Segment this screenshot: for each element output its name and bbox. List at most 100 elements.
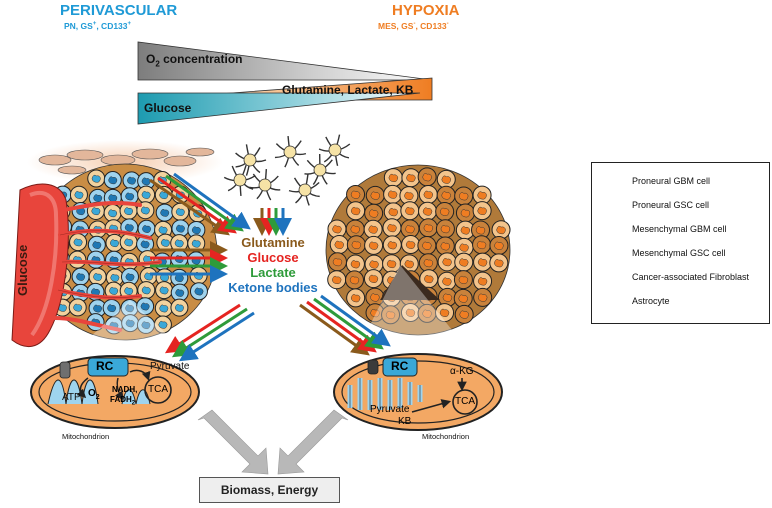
proneural-gbm-cell xyxy=(69,185,88,204)
glutamine-gradient-label: Glutamine, Lactate, KB xyxy=(282,83,414,97)
proneural-gsc-cell xyxy=(103,171,122,190)
mesenchymal-gbm-cell xyxy=(329,235,349,255)
proneural-gsc-cell xyxy=(88,299,107,318)
mesenchymal-gbm-cell xyxy=(437,271,457,291)
mesenchymal-gsc-cell xyxy=(455,203,475,223)
mesenchymal-gbm-cell xyxy=(400,201,420,221)
right-mito-pyruvate: Pyruvate xyxy=(370,404,410,415)
astrocyte xyxy=(235,144,267,176)
o2-gradient-label: O2 concentration xyxy=(146,52,243,69)
metabolite-list: Glutamine Glucose Lactate Ketone bodies xyxy=(225,235,321,295)
mesenchymal-gbm-cell xyxy=(327,219,347,239)
blood-vessel xyxy=(11,183,69,348)
proneural-gsc-cell xyxy=(71,267,90,286)
gray-arrow-left xyxy=(197,409,269,475)
mesenchymal-gbm-cell xyxy=(382,218,402,238)
mesenchymal-gsc-cell xyxy=(418,253,438,273)
mesenchymal-gbm-cell xyxy=(472,201,492,221)
proneural-gbm-cell xyxy=(153,315,172,334)
right-mito-akg: α-KG xyxy=(450,366,474,377)
proneural-gbm-cell xyxy=(88,267,107,286)
proneural-gsc-cell xyxy=(187,220,206,239)
mesenchymal-gsc-cell xyxy=(365,303,385,323)
mesenchymal-gbm-cell xyxy=(399,186,419,206)
mesenchymal-gbm-cell xyxy=(346,288,366,308)
mesenchymal-gbm-cell xyxy=(383,202,403,222)
legend-item-mesenchymal-gsc: Mesenchymal GSC cell xyxy=(632,248,726,258)
proneural-gbm-cell xyxy=(68,250,87,269)
astrocyte xyxy=(223,165,256,197)
left-mito-rc: RC xyxy=(96,359,114,373)
proneural-gsc-cell xyxy=(120,267,139,286)
proneural-gbm-cell xyxy=(156,233,175,252)
vessel-label: Glucose xyxy=(15,245,30,296)
proneural-gsc-cell xyxy=(170,283,189,302)
biomass-energy-box: Biomass, Energy xyxy=(199,477,340,503)
left-mito-nadh: NADH, xyxy=(112,385,138,394)
mesenchymal-gbm-cell xyxy=(419,269,439,289)
mesenchymal-gsc-cell xyxy=(454,186,474,206)
astrocyte xyxy=(304,153,336,185)
mesenchymal-gsc-cell xyxy=(345,270,365,290)
arrows-from-vessel xyxy=(150,241,228,283)
hypoxia-subtitle: MES, GS-, CD133- xyxy=(378,21,449,31)
mesenchymal-gbm-cell xyxy=(473,271,493,291)
arrows-to-left-mito xyxy=(164,303,255,362)
proneural-gsc-cell xyxy=(136,297,155,316)
legend-item-proneural-gbm: Proneural GBM cell xyxy=(632,176,711,186)
mesenchymal-gsc-cell xyxy=(417,167,437,187)
perivascular-title: PERIVASCULAR xyxy=(60,2,178,19)
metabolite-glucose: Glucose xyxy=(247,250,299,265)
mesenchymal-gsc-cell xyxy=(418,218,438,238)
gray-arrow-right xyxy=(277,409,349,475)
mesenchymal-gbm-cell xyxy=(418,201,438,221)
left-mito-fadh: FADH2 xyxy=(110,395,136,407)
proneural-gbm-cell xyxy=(170,234,189,253)
mesenchymal-gsc-cell xyxy=(435,219,455,239)
legend-item-proneural-gsc: Proneural GSC cell xyxy=(632,200,710,210)
proneural-gsc-cell xyxy=(171,219,190,238)
mesenchymal-gbm-cell xyxy=(401,168,421,188)
mesenchymal-gbm-cell xyxy=(491,220,511,240)
proneural-gsc-cell xyxy=(86,250,105,269)
proneural-gbm-cell xyxy=(189,266,208,285)
mesenchymal-gbm-cell xyxy=(383,184,403,204)
proneural-gbm-cell xyxy=(171,202,190,221)
mesenchymal-gbm-cell xyxy=(436,169,456,189)
mesenchymal-gbm-cell xyxy=(363,219,383,239)
mesenchymal-gsc-cell xyxy=(435,202,455,222)
proneural-gsc-cell xyxy=(189,282,208,301)
mesenchymal-gbm-cell xyxy=(383,168,403,188)
mesenchymal-gbm-cell xyxy=(454,252,474,272)
mesenchymal-gsc-cell xyxy=(453,288,473,308)
o2-gradient-wedge xyxy=(137,41,433,81)
mesenchymal-gbm-cell xyxy=(346,201,366,221)
mesenchymal-gsc-cell xyxy=(472,235,492,255)
proneural-gbm-cell xyxy=(103,204,122,223)
mesenchymal-gsc-cell xyxy=(454,304,474,324)
mesenchymal-gbm-cell xyxy=(364,235,384,255)
mesenchymal-gsc-cell xyxy=(489,235,509,255)
mesenchymal-gbm-cell xyxy=(327,270,347,290)
left-mitochondrion xyxy=(30,355,200,429)
hypoxic-core xyxy=(380,265,440,300)
proneural-gsc-cell xyxy=(87,235,106,254)
proneural-gbm-cell xyxy=(170,298,189,317)
proneural-gsc-cell xyxy=(155,203,174,222)
mesenchymal-gsc-cell xyxy=(346,235,366,255)
mesenchymal-gbm-cell xyxy=(345,254,365,274)
astrocyte-cluster xyxy=(223,134,351,206)
proneural-gbm-cell xyxy=(68,298,87,317)
mesenchymal-gbm-cell xyxy=(435,303,455,323)
metabolite-glutamine: Glutamine xyxy=(241,235,305,250)
proneural-gsc-cell xyxy=(122,171,141,190)
astrocyte xyxy=(248,169,281,201)
proneural-gbm-cell xyxy=(69,233,88,252)
mesenchymal-gsc-cell xyxy=(473,287,493,307)
metabolite-ketone-bodies: Ketone bodies xyxy=(228,280,318,295)
astrocyte xyxy=(274,136,307,168)
mesenchymal-gbm-cell xyxy=(473,252,493,272)
right-mito-rc: RC xyxy=(391,359,409,373)
proneural-gbm-cell xyxy=(137,185,156,204)
